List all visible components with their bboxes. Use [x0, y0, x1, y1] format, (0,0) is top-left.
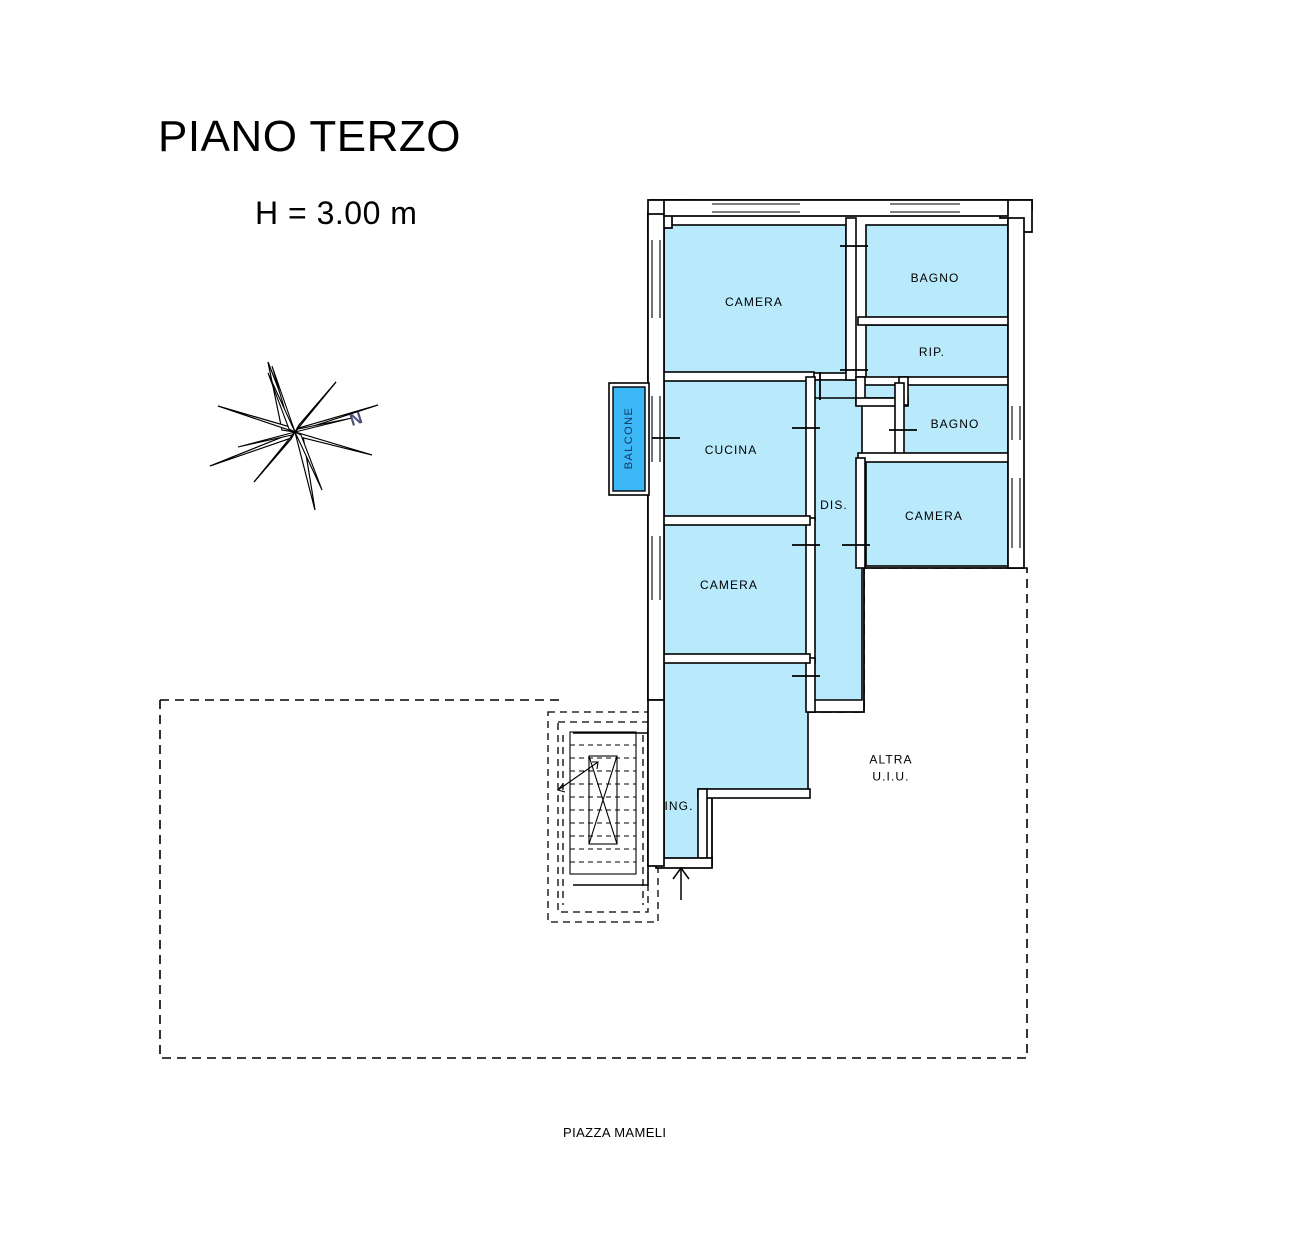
room-fill-camera-ovest	[663, 522, 809, 656]
svg-text:N: N	[347, 408, 365, 430]
room-fill-camera-nord	[663, 224, 847, 374]
balcony-slab	[612, 386, 646, 492]
stair-well-crossing	[588, 755, 618, 845]
room-fill-camera-est	[865, 459, 1009, 567]
page-title: PIANO TERZO	[158, 112, 461, 161]
stair-direction-arrow	[557, 761, 599, 793]
entrance-arrow	[672, 866, 690, 900]
room-fill-bagno-nord	[865, 224, 1009, 320]
street-label: PIAZZA MAMELI	[563, 1125, 667, 1140]
balcony	[608, 382, 650, 496]
stairwell-block	[547, 711, 659, 923]
room-fill-cucina	[663, 379, 809, 519]
lot-boundary-dashed	[159, 567, 1028, 1059]
room-fill-bagno-est	[902, 382, 1009, 456]
stair-treads	[570, 744, 636, 863]
interior-partitions	[655, 217, 1011, 864]
stairwell-flight	[569, 731, 637, 875]
compass-rose: N	[209, 361, 379, 511]
compass-north-marker: N	[347, 408, 365, 430]
door-symbols	[652, 245, 917, 677]
ceiling-height-note: H = 3.00 m	[255, 195, 418, 231]
room-fill-ingresso	[663, 659, 809, 861]
room-fills	[663, 224, 1009, 861]
window-openings	[651, 203, 1021, 600]
room-fill-ripostiglio	[865, 324, 1009, 380]
